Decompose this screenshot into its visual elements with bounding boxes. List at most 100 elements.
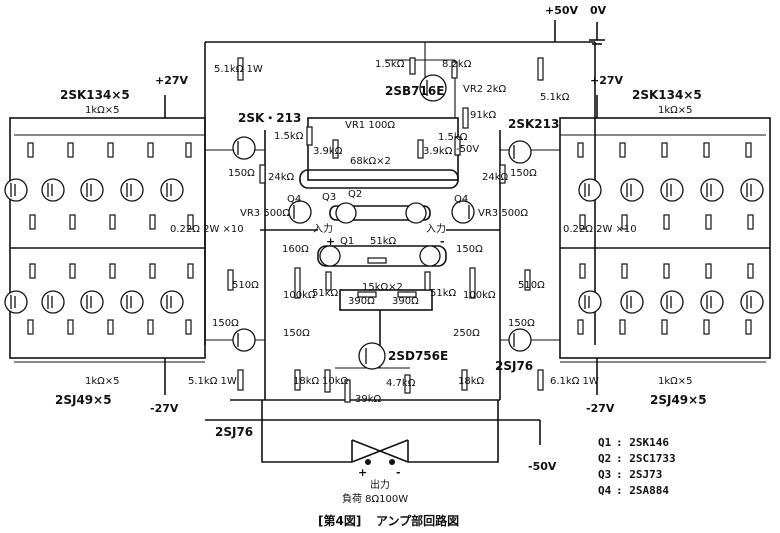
driver-fet-icon (232, 136, 256, 160)
label-input-right: 入力 (426, 222, 446, 235)
label-51k-left: 51kΩ (312, 288, 339, 299)
label-1k5-topleft: 1.5kΩ (274, 131, 304, 142)
label-q1: Q1 (340, 236, 354, 247)
label-q4-left: Q4 (287, 194, 301, 205)
q2-icon (335, 202, 357, 224)
label-150-right-low: 150Ω (508, 318, 535, 329)
legend-q4: Q4 (598, 484, 612, 497)
mosfet-icon (160, 178, 184, 202)
driver-fet-icon (508, 140, 532, 164)
mosfet-icon (41, 290, 65, 314)
component-labels: 1kΩ×5 1kΩ×5 1kΩ×5 1kΩ×5 0.22Ω 2W ×10 0.2… (85, 59, 693, 405)
mosfet-icon (4, 178, 28, 202)
label-vr2: VR2 2kΩ (463, 84, 506, 95)
mosfet-icon (4, 290, 28, 314)
label-2sj76-left: 2SJ76 (215, 425, 253, 439)
legend-q3: Q3 (598, 468, 611, 481)
label-18k-left: 18kΩ (293, 376, 320, 387)
label-2sb716e: 2SB716E (385, 84, 444, 98)
label-2sd756e: 2SD756E (388, 349, 448, 363)
driver-wiring (205, 42, 560, 369)
label-150-right-top: 150Ω (510, 168, 537, 179)
label-1k5-right: 1.5kΩ (438, 132, 468, 143)
label-24k-right: 24kΩ (482, 172, 509, 183)
mosfet-icon (700, 178, 724, 202)
label-2sk134-left: 2SK134×5 (60, 88, 130, 102)
rail-minus27-left: -27V (150, 402, 179, 415)
label-5k1-1w-bot-left: 5.1kΩ 1W (188, 376, 237, 387)
label-minus-input: - (440, 235, 445, 248)
label-160-left: 160Ω (282, 244, 309, 255)
label-2sj49-right: 2SJ49×5 (650, 393, 707, 407)
differential-stage (260, 117, 500, 345)
transistor-symbols (4, 74, 764, 370)
rail-plus27-left: +27V (155, 74, 189, 87)
mosfet-icon (660, 178, 684, 202)
label-vr3-right: VR3 500Ω (478, 208, 528, 219)
output-labels: + - 出力 負荷 8Ω100W (342, 466, 408, 505)
q4-right-icon (451, 200, 475, 224)
label-input-left: 入力 (313, 222, 333, 235)
mosfet-icon (160, 290, 184, 314)
label-100k-right: 100kΩ (463, 290, 496, 301)
q4-left-icon (288, 200, 312, 224)
label-510-left: 510Ω (232, 280, 259, 291)
legend-q2: Q2 (598, 452, 611, 465)
label-3k9-right: 3.9kΩ (423, 146, 453, 157)
mosfet-icon (41, 178, 65, 202)
label-24k-left: 24kΩ (268, 172, 295, 183)
label-2sk213-left: 2SK・213 (238, 111, 301, 125)
legend-q3-part: : 2SJ73 (616, 468, 662, 481)
output-label: 出力 (370, 478, 390, 491)
label-150-right-mid: 150Ω (456, 244, 483, 255)
q1-icon (319, 245, 341, 267)
driver-fet-icon (232, 328, 256, 352)
rail-minus27-right: -27V (586, 402, 615, 415)
label-3k9-left: 3.9kΩ (313, 146, 343, 157)
mosfet-icon (80, 178, 104, 202)
label-q2: Q2 (348, 189, 362, 200)
mosfet-icon (740, 178, 764, 202)
legend: Q1 : 2SK146 Q2 : 2SC1733 Q3 : 2SJ73 Q4 :… (598, 436, 676, 497)
mosfet-icon (80, 290, 104, 314)
label-2sj76-right: 2SJ76 (495, 359, 533, 373)
label-18k-right: 18kΩ (458, 376, 485, 387)
label-1k-x5-top-right: 1kΩ×5 (658, 105, 693, 116)
label-51k-center: 51kΩ (370, 236, 397, 247)
label-1k-x5-bot-right: 1kΩ×5 (658, 376, 693, 387)
label-2sk213-right: 2SK213 (508, 117, 559, 131)
label-510-right: 510Ω (518, 280, 545, 291)
mosfet-icon (740, 290, 764, 314)
label-vr3-left: VR3 500Ω (240, 208, 290, 219)
rail-minus50-inner: -50V (456, 144, 479, 155)
label-390-right: 390Ω (392, 296, 419, 307)
mosfet-icon (578, 178, 602, 202)
label-10k: 10kΩ (322, 376, 349, 387)
label-68k-x2: 68kΩ×2 (350, 156, 391, 167)
label-4k7: 4.7kΩ (386, 378, 416, 389)
label-91k: 91kΩ (470, 110, 497, 121)
legend-q1-part: : 2SK146 (616, 436, 669, 449)
label-51k-right: 51kΩ (430, 288, 457, 299)
mosfet-icon (120, 178, 144, 202)
label-5k1-top-right: 5.1kΩ (540, 92, 570, 103)
2sb716e-icon (419, 74, 447, 102)
rail-plus27-right: +27V (590, 74, 624, 87)
legend-q2-part: : 2SC1733 (616, 452, 676, 465)
caption-number: [第4図] (318, 513, 361, 528)
label-vr1: VR1 100Ω (345, 120, 395, 131)
label-39k: 39kΩ (355, 394, 382, 405)
device-labels: 2SK134×5 2SK134×5 2SJ49×5 2SJ49×5 2SK・21… (55, 84, 707, 439)
label-390-left: 390Ω (348, 296, 375, 307)
2sd756e-icon (358, 342, 386, 370)
label-150-mid-left: 150Ω (283, 328, 310, 339)
mosfet-icon (660, 290, 684, 314)
mosfet-icon (620, 178, 644, 202)
label-022-right: 0.22Ω 2W ×10 (563, 224, 637, 235)
output-minus: - (396, 466, 401, 479)
rail-plus50: +50V (545, 4, 579, 17)
output-load: 負荷 8Ω100W (342, 493, 408, 505)
rail-minus50: -50V (528, 460, 557, 473)
label-1k-x5-bot-left: 1kΩ×5 (85, 376, 120, 387)
